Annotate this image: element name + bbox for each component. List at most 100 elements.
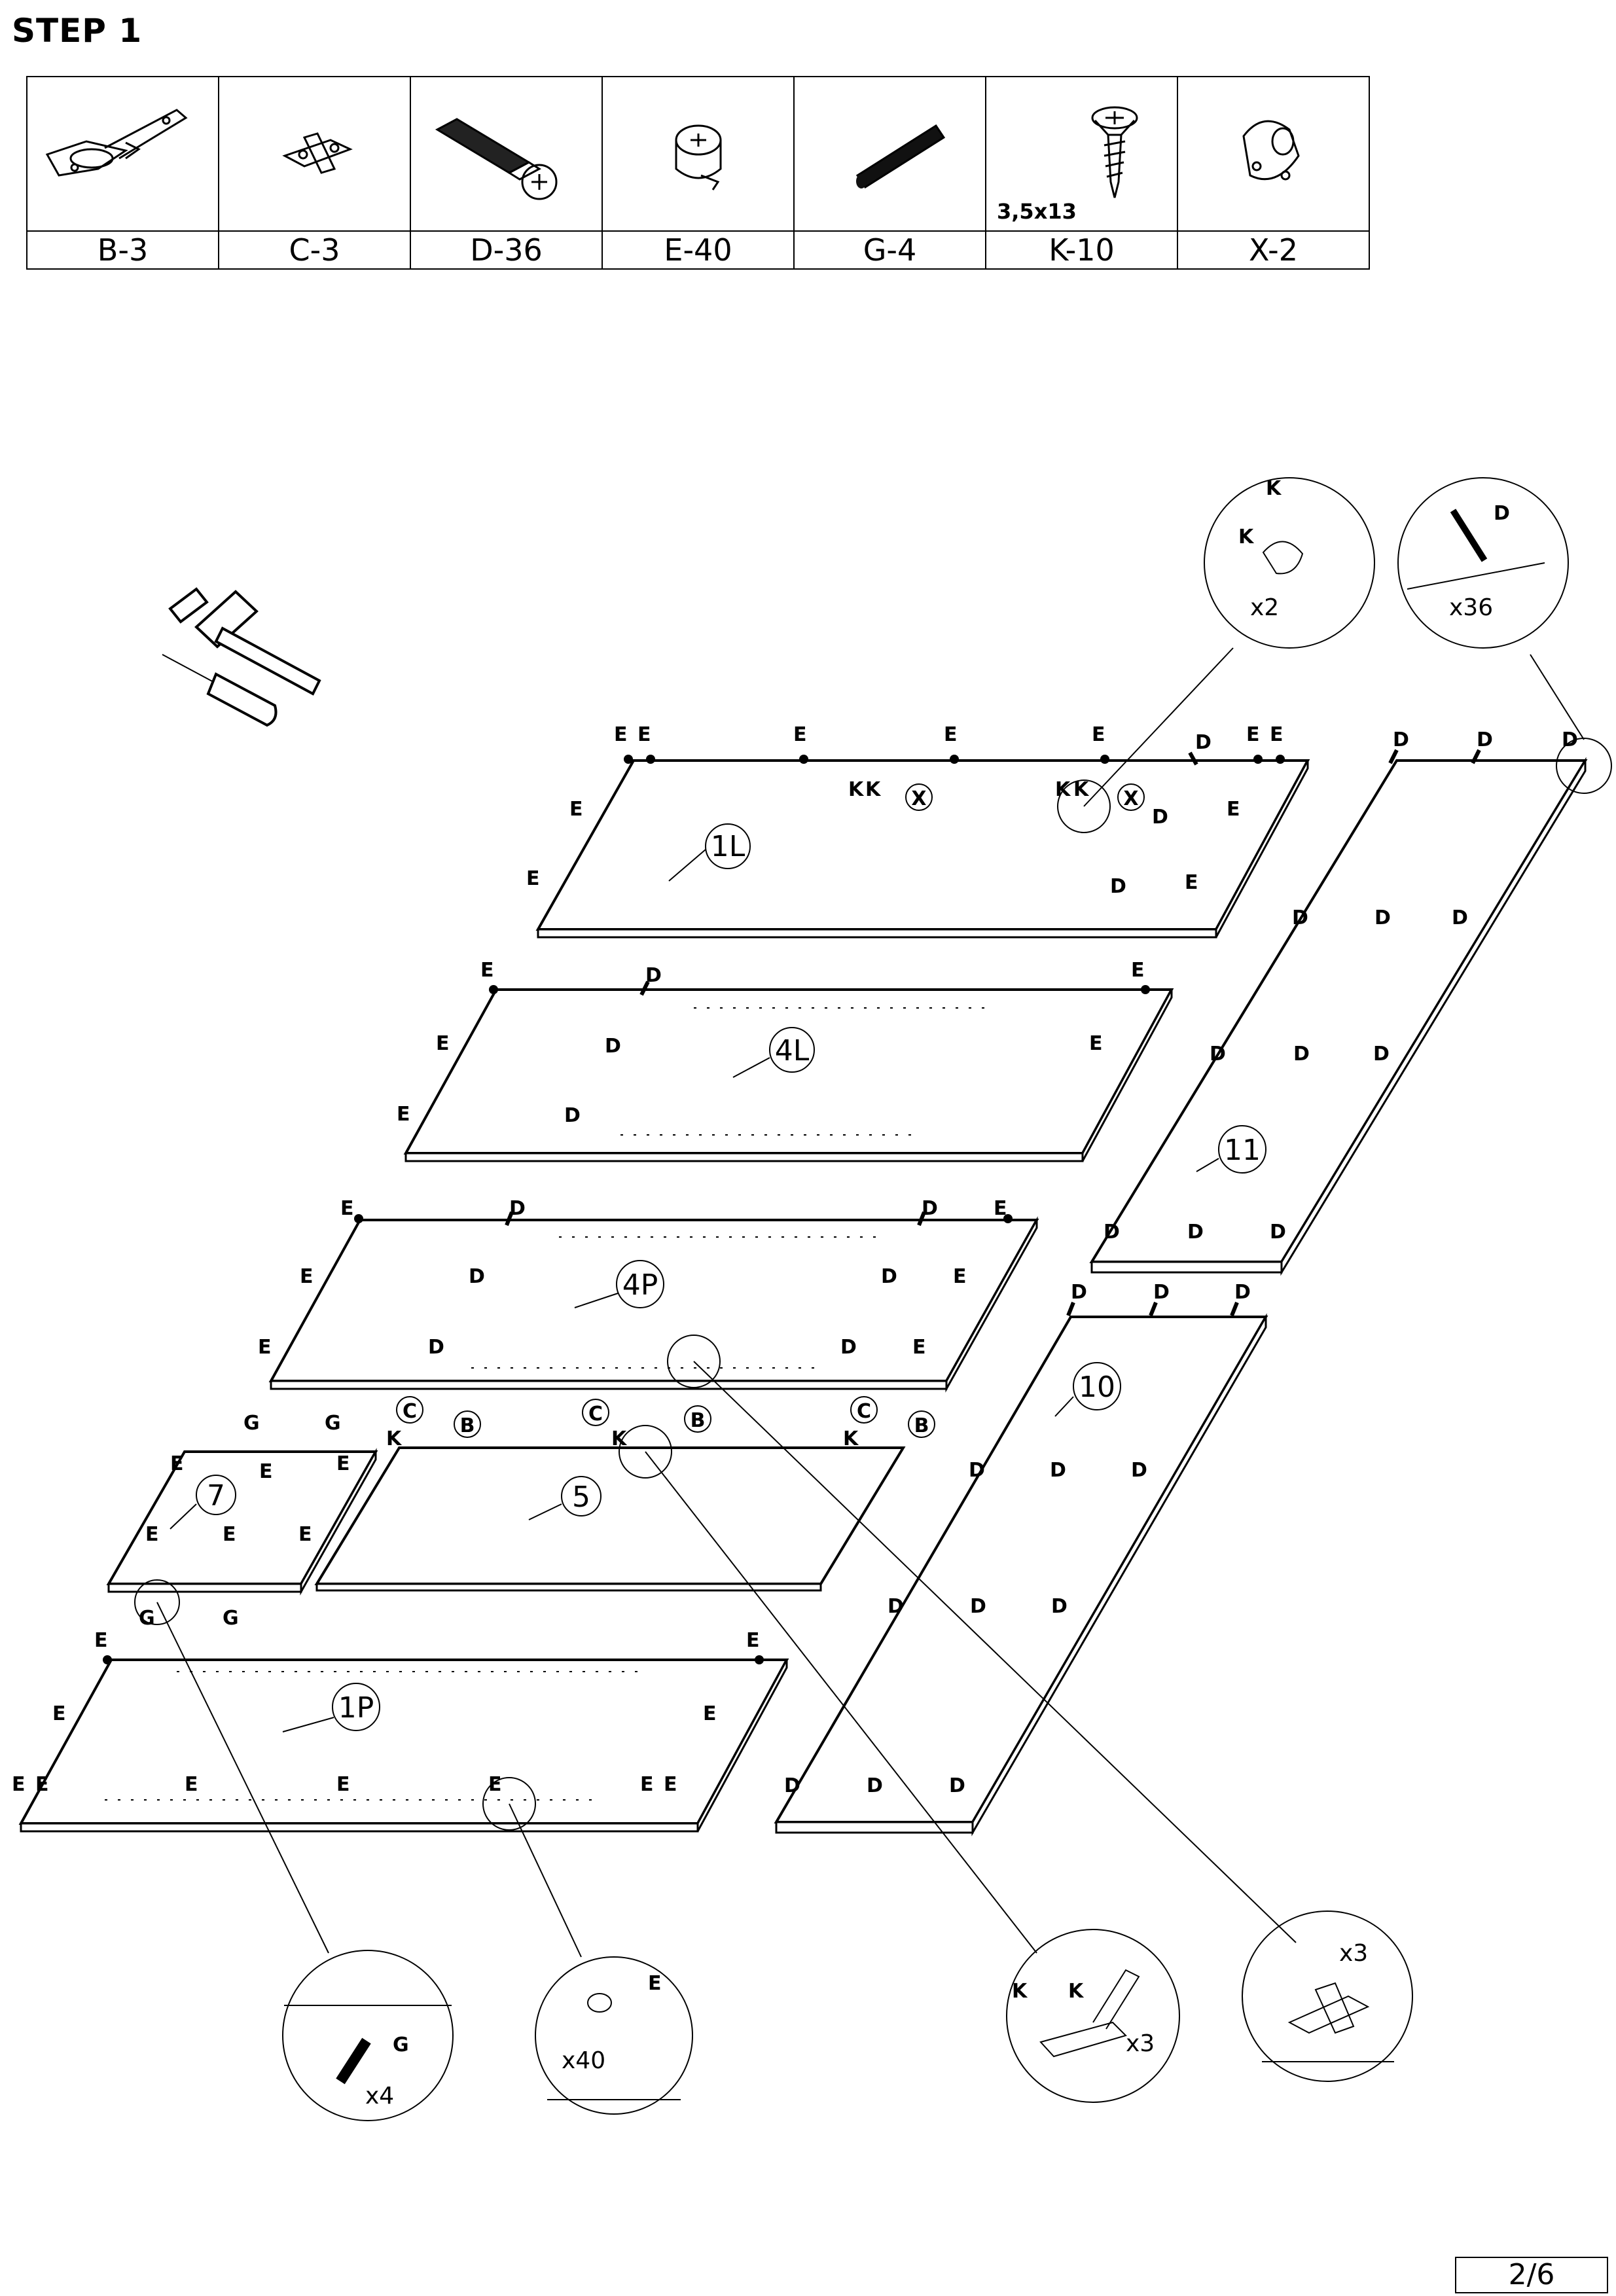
hinge-qty: x3 (1126, 2030, 1155, 2057)
marker-c: C (403, 1400, 417, 1423)
screw-icon (1091, 106, 1138, 198)
cam-bolt-marks (505, 749, 1481, 1317)
part-e-cell (602, 76, 795, 232)
panel-label-4l: 4L (775, 1034, 810, 1067)
callout-rail-support: K K x2 (1204, 477, 1375, 649)
fitting-e: E (793, 723, 807, 746)
cam-lock-qty: x40 (562, 2047, 605, 2074)
fitting-e: E (170, 1452, 184, 1475)
fitting-e: E (1089, 1032, 1103, 1055)
fitting-d: D (1210, 1043, 1226, 1066)
fitting-e: E (1270, 723, 1284, 746)
fitting-d: D (605, 1035, 621, 1058)
fitting-e: E (259, 1460, 273, 1483)
fitting-e: E (258, 1336, 272, 1359)
fitting-e: E (944, 723, 958, 746)
fitting-d: D (1234, 1281, 1251, 1304)
fitting-d: D (1452, 906, 1468, 929)
fitting-g: G (325, 1412, 341, 1435)
fitting-d: D (469, 1265, 485, 1288)
part-x-cell (1177, 76, 1370, 232)
fitting-e: E (614, 723, 628, 746)
part-b-label: B-3 (26, 230, 219, 270)
fitting-d: D (840, 1336, 857, 1359)
panel-5: 5 (314, 1446, 906, 1592)
cam-bolt-icon (435, 118, 558, 200)
leader-lines (156, 647, 1585, 1958)
panel-label-5: 5 (572, 1480, 590, 1514)
svg-text:K: K (1266, 477, 1282, 500)
fitting-e: E (746, 1629, 760, 1652)
fitting-e: E (52, 1702, 66, 1725)
svg-text:K: K (1068, 1980, 1085, 2003)
parts-table: 3,5x13 B-3 C-3 D-36 E-40 G-4 K-10 X-2 (26, 76, 1370, 270)
svg-text:K: K (1238, 526, 1255, 548)
part-d-cell (410, 76, 603, 232)
fitting-e: E (1131, 959, 1145, 982)
fitting-d: D (1393, 728, 1409, 751)
detail-highlights (134, 738, 1612, 1831)
panel-label-1l: 1L (711, 830, 745, 863)
svg-text:K: K (1012, 1980, 1028, 2003)
part-c-cell (218, 76, 411, 232)
panel-label-1p: 1P (338, 1691, 374, 1725)
fitting-d: D (1153, 1281, 1170, 1304)
fitting-e: E (12, 1773, 26, 1796)
fitting-d: D (784, 1774, 800, 1797)
panel-label-11: 11 (1224, 1134, 1261, 1167)
part-k-label: K-10 (985, 230, 1178, 270)
wooden-dowel-icon (855, 124, 946, 189)
fitting-d: D (1373, 1043, 1390, 1066)
marker-x: X (1123, 787, 1138, 810)
part-c-label: C-3 (218, 230, 411, 270)
fitting-e: E (436, 1032, 450, 1055)
marker-b: B (460, 1414, 475, 1437)
fitting-e: E (300, 1265, 314, 1288)
panel-1l: 1L (535, 759, 1310, 939)
hammer-icon (168, 587, 321, 696)
fitting-e: E (1246, 723, 1260, 746)
fitting-d: D (564, 1104, 581, 1127)
fitting-e: E (336, 1452, 350, 1475)
fitting-d: D (1050, 1459, 1066, 1482)
fitting-e: E (994, 1197, 1007, 1220)
part-g-cell (793, 76, 986, 232)
fitting-d: D (428, 1336, 444, 1359)
cam-bolt-qty: x36 (1449, 594, 1493, 621)
fitting-d: D (1270, 1221, 1286, 1244)
cam-lock-icon (675, 124, 722, 190)
fitting-g: G (243, 1412, 260, 1435)
fitting-e: E (1092, 723, 1105, 746)
fitting-e: E (223, 1523, 236, 1546)
marker-c: C (857, 1400, 871, 1423)
fitting-d: D (888, 1595, 904, 1618)
fitting-d: D (1110, 875, 1126, 898)
fitting-k: K (843, 1427, 859, 1450)
panel-label-10: 10 (1079, 1371, 1115, 1404)
plate-qty: x3 (1339, 1940, 1368, 1967)
fitting-e: E (703, 1702, 717, 1725)
fitting-d: D (969, 1459, 985, 1482)
callout-dowel: G x4 (282, 1950, 454, 2121)
fitting-d: D (1104, 1221, 1120, 1244)
panel-4l: 4L (403, 988, 1174, 1162)
fitting-k: K (865, 778, 882, 801)
fitting-k: K (1073, 778, 1090, 801)
fitting-e: E (145, 1523, 159, 1546)
dowel-hole-rows (105, 1007, 988, 1801)
callout-cam-bolt: D x36 (1397, 477, 1569, 649)
fitting-e: E (35, 1773, 49, 1796)
fitting-e: E (912, 1336, 926, 1359)
svg-text:D: D (1494, 502, 1510, 525)
fitting-e: E (488, 1773, 502, 1796)
fitting-d: D (1374, 906, 1391, 929)
fitting-e: E (397, 1103, 410, 1126)
callout-hinge: K K x3 (1006, 1929, 1180, 2103)
fitting-g: G (223, 1607, 239, 1630)
fitting-e: E (340, 1197, 354, 1220)
panel-7: 7 (106, 1448, 378, 1596)
panel-1p: 1P (18, 1659, 789, 1833)
fitting-e: E (526, 867, 540, 890)
fitting-d: D (881, 1265, 897, 1288)
